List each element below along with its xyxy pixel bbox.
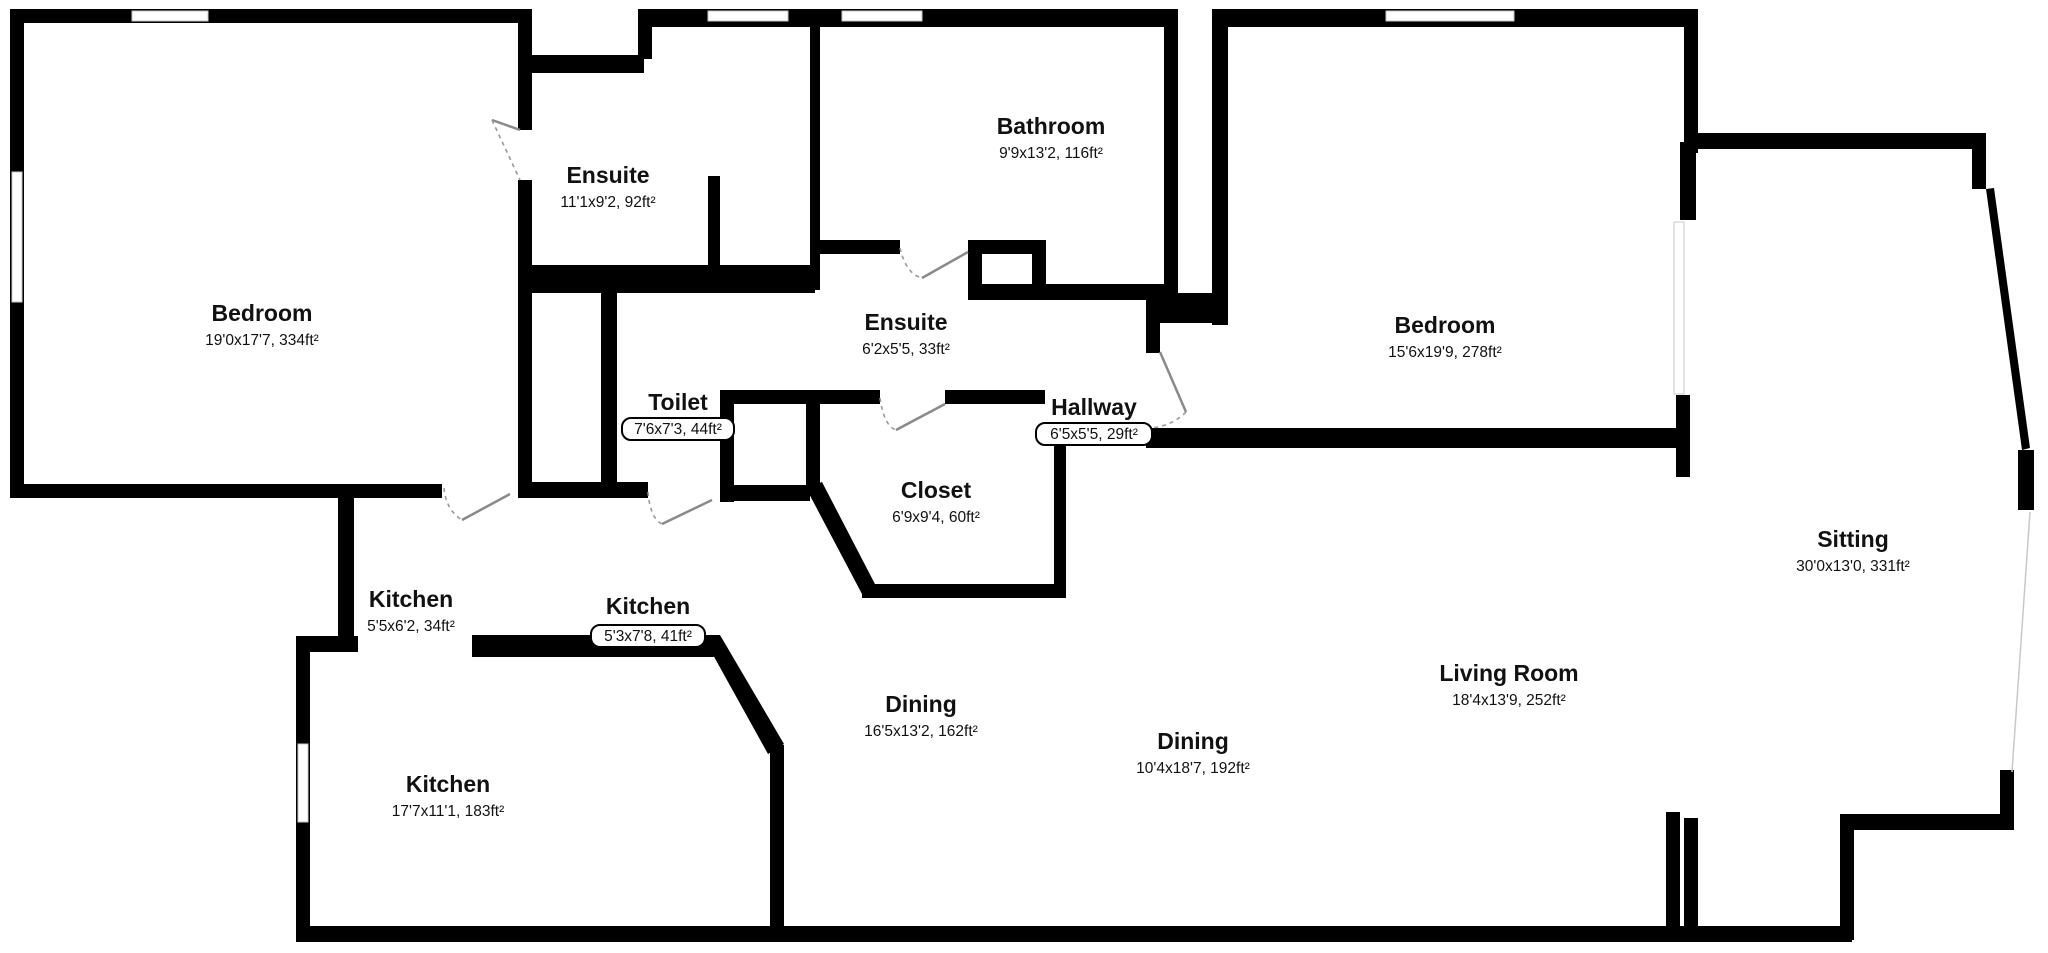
room-closet: Closet 6'9x9'4, 60ft² [892,477,980,526]
room-labels: Bedroom 19'0x17'7, 334ft² Ensuite 11'1x9… [205,113,1910,820]
svg-text:7'6x7'3, 44ft²: 7'6x7'3, 44ft² [634,421,722,438]
svg-text:Ensuite: Ensuite [864,309,947,335]
room-living-room: Living Room 18'4x13'9, 252ft² [1439,660,1578,709]
svg-text:6'5x5'5, 29ft²: 6'5x5'5, 29ft² [1050,426,1138,443]
svg-text:Bathroom: Bathroom [997,113,1106,139]
windows [11,10,1685,823]
svg-text:Kitchen: Kitchen [606,593,690,619]
svg-text:Toilet: Toilet [648,389,708,415]
room-hallway: Hallway 6'5x5'5, 29ft² [1035,394,1153,446]
svg-text:16'5x13'2, 162ft²: 16'5x13'2, 162ft² [864,723,978,740]
svg-text:Bedroom: Bedroom [212,300,313,326]
svg-text:Ensuite: Ensuite [566,162,649,188]
svg-text:6'9x9'4, 60ft²: 6'9x9'4, 60ft² [892,509,980,526]
svg-text:17'7x11'1, 183ft²: 17'7x11'1, 183ft² [392,803,505,820]
room-bedroom-right: Bedroom 15'6x19'9, 278ft² [1388,312,1502,361]
svg-text:Sitting: Sitting [1817,526,1889,552]
svg-text:11'1x9'2, 92ft²: 11'1x9'2, 92ft² [560,194,655,211]
svg-text:10'4x18'7, 192ft²: 10'4x18'7, 192ft² [1136,760,1250,777]
svg-text:19'0x17'7, 334ft²: 19'0x17'7, 334ft² [205,332,319,349]
svg-text:Bedroom: Bedroom [1395,312,1496,338]
svg-text:Dining: Dining [885,691,957,717]
svg-text:Kitchen: Kitchen [369,586,453,612]
room-toilet: Toilet 7'6x7'3, 44ft² [621,389,735,441]
svg-text:18'4x13'9, 252ft²: 18'4x13'9, 252ft² [1452,692,1566,709]
room-bathroom: Bathroom 9'9x13'2, 116ft² [997,113,1106,162]
svg-text:5'5x6'2, 34ft²: 5'5x6'2, 34ft² [367,618,455,635]
svg-text:6'2x5'5, 33ft²: 6'2x5'5, 33ft² [862,341,950,358]
svg-text:15'6x19'9, 278ft²: 15'6x19'9, 278ft² [1388,344,1502,361]
svg-text:Living Room: Living Room [1439,660,1578,686]
svg-text:Closet: Closet [901,477,972,503]
svg-text:5'3x7'8, 41ft²: 5'3x7'8, 41ft² [604,628,692,645]
room-kitchen-small-b: Kitchen 5'3x7'8, 41ft² [590,593,706,648]
svg-text:Hallway: Hallway [1051,394,1137,420]
room-sitting: Sitting 30'0x13'0, 331ft² [1796,526,1910,575]
svg-text:9'9x13'2, 116ft²: 9'9x13'2, 116ft² [999,145,1103,162]
svg-text:30'0x13'0, 331ft²: 30'0x13'0, 331ft² [1796,558,1910,575]
room-ensuite-small: Ensuite 6'2x5'5, 33ft² [862,309,950,358]
room-dining-b: Dining 10'4x18'7, 192ft² [1136,728,1250,777]
room-kitchen-small-a: Kitchen 5'5x6'2, 34ft² [367,586,455,635]
room-dining-a: Dining 16'5x13'2, 162ft² [864,691,978,740]
svg-text:Dining: Dining [1157,728,1229,754]
room-kitchen-main: Kitchen 17'7x11'1, 183ft² [392,771,505,820]
room-bedroom-left: Bedroom 19'0x17'7, 334ft² [205,300,319,349]
doors [443,118,1188,526]
glazed-edge [2011,511,2031,773]
room-ensuite-top: Ensuite 11'1x9'2, 92ft² [560,162,655,211]
svg-text:Kitchen: Kitchen [406,771,490,797]
